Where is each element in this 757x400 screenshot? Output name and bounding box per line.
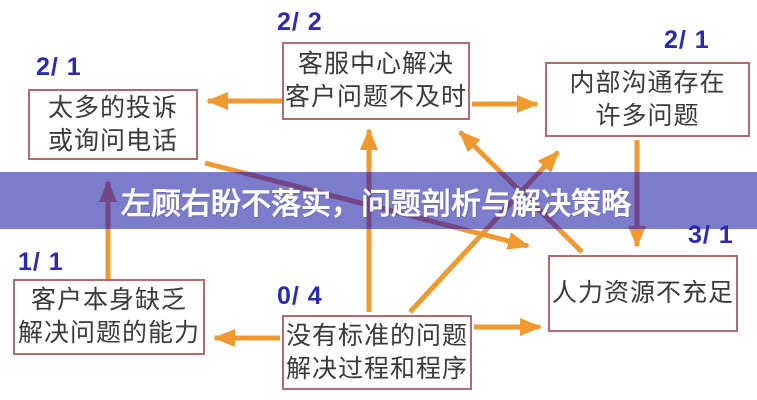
node-text-line: 太多的投诉 xyxy=(47,94,178,122)
ratio-label-internal-comm: 2/ 1 xyxy=(664,26,710,54)
node-text-line: 客户本身缺乏 xyxy=(30,287,187,314)
node-internal-comm: 内部沟通存在 许多问题 xyxy=(545,62,750,137)
ratio-label-service-center: 2/ 2 xyxy=(277,8,323,36)
node-text-line: 没有标准的问题 xyxy=(285,322,468,350)
arrows-under-banner xyxy=(99,172,646,229)
node-text-line: 解决过程和程序 xyxy=(285,355,468,383)
ratio-label-no-standard: 0/ 4 xyxy=(277,282,323,310)
node-text-line: 内部沟通存在 xyxy=(569,69,726,97)
node-no-standard: 没有标准的问题 解决过程和程序 xyxy=(282,315,472,390)
node-text-line: 客户问题不及时 xyxy=(284,84,467,111)
ratio-label-complaints: 2/ 1 xyxy=(36,53,82,81)
node-text-line: 解决问题的能力 xyxy=(17,320,200,347)
node-complaints: 太多的投诉 或询问电话 xyxy=(28,89,198,160)
banner-title: 左顾右盼不落实，问题剖析与解决策略 xyxy=(121,187,631,221)
ratio-label-hr-shortage: 3/ 1 xyxy=(688,221,734,249)
node-customer-ability: 客户本身缺乏 解决问题的能力 xyxy=(13,279,205,355)
node-text-line: 人力资源不充足 xyxy=(551,280,734,307)
node-text-line: 或询问电话 xyxy=(47,127,178,155)
title-banner xyxy=(0,172,757,229)
ratio-label-customer-ability: 1/ 1 xyxy=(18,248,64,276)
node-text-line: 客服中心解决 xyxy=(297,51,454,78)
node-service-center: 客服中心解决 客户问题不及时 xyxy=(282,42,470,120)
node-hr-shortage: 人力资源不充足 xyxy=(548,255,738,332)
node-text-line: 许多问题 xyxy=(595,102,700,130)
